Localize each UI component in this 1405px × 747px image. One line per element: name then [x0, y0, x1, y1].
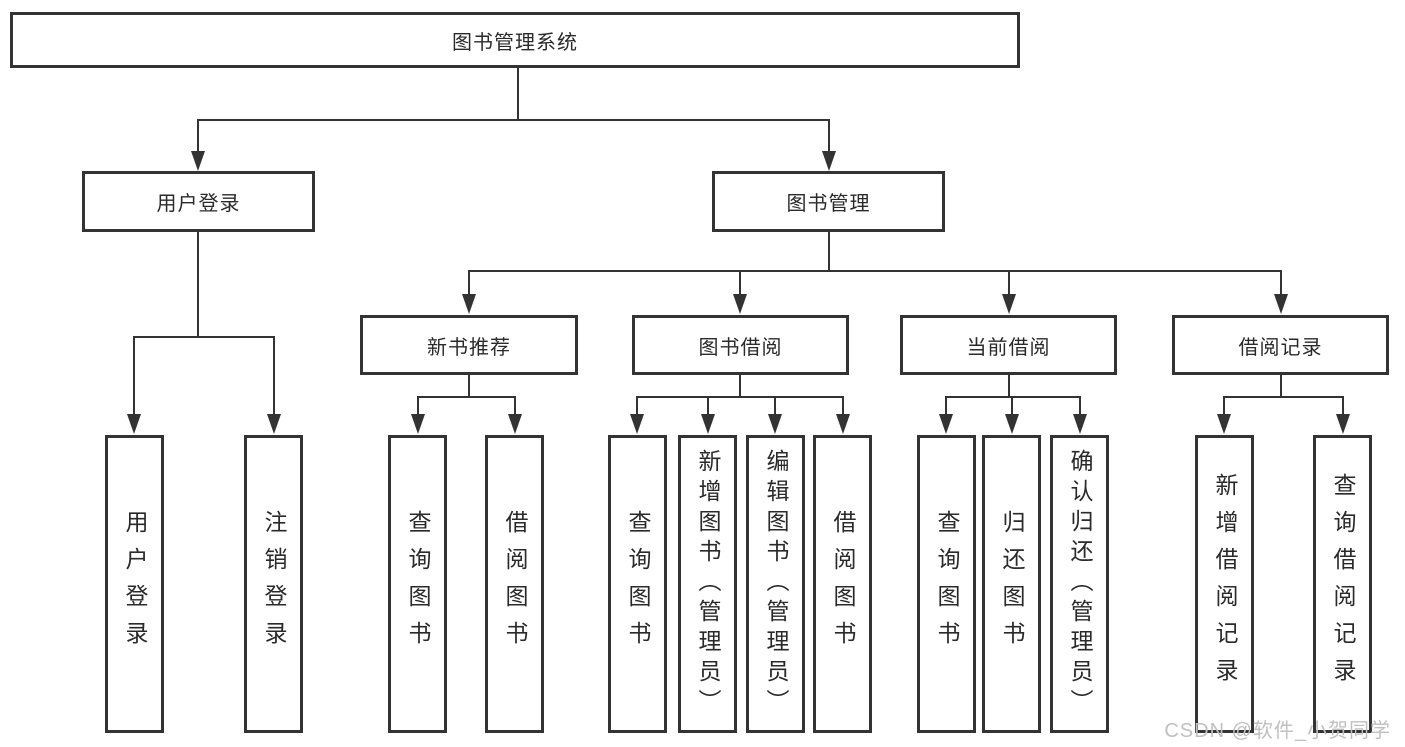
node-label: 借阅图书	[830, 510, 856, 658]
node-root: 图书管理系统	[10, 12, 1020, 68]
node-book-management: 图书管理	[712, 171, 945, 232]
node-label: 确认归还（管理员）	[1067, 449, 1093, 719]
node-new-book-recommend: 新书推荐	[360, 315, 578, 375]
node-login-action: 用户登录	[105, 435, 164, 733]
node-book-borrow: 图书借阅	[632, 315, 849, 375]
node-query-books-borrow: 查询图书	[608, 435, 667, 733]
node-query-books-current: 查询图书	[917, 435, 976, 733]
node-borrow-books-action: 借阅图书	[813, 435, 872, 733]
node-label: 借阅图书	[502, 510, 528, 658]
node-label: 注销登录	[261, 510, 287, 658]
node-edit-book-admin: 编辑图书（管理员）	[746, 435, 805, 733]
node-query-borrow-record: 查询借阅记录	[1313, 435, 1372, 733]
node-user-login: 用户登录	[82, 171, 315, 232]
node-return-book: 归还图书	[982, 435, 1041, 733]
node-label: 查询图书	[625, 510, 651, 658]
node-add-book-admin: 新增图书（管理员）	[678, 435, 737, 733]
node-label: 归还图书	[999, 510, 1025, 658]
node-label: 新增借阅记录	[1212, 473, 1238, 695]
node-logout-action: 注销登录	[244, 435, 303, 733]
node-query-books-recommend: 查询图书	[388, 435, 447, 733]
arrowheads	[127, 151, 1350, 434]
watermark-text: CSDN @软件_小贺同学	[1164, 720, 1391, 742]
node-add-borrow-record: 新增借阅记录	[1195, 435, 1254, 733]
node-borrow-books-recommend: 借阅图书	[485, 435, 544, 733]
node-label: 查询图书	[405, 510, 431, 658]
node-label: 编辑图书（管理员）	[763, 449, 789, 719]
node-confirm-return-admin: 确认归还（管理员）	[1050, 435, 1109, 733]
node-label: 查询图书	[934, 510, 960, 658]
node-current-borrow: 当前借阅	[900, 315, 1117, 375]
node-label: 新增图书（管理员）	[695, 449, 721, 719]
node-label: 用户登录	[122, 510, 148, 658]
node-borrow-records: 借阅记录	[1172, 315, 1389, 375]
node-label: 查询借阅记录	[1330, 473, 1356, 695]
